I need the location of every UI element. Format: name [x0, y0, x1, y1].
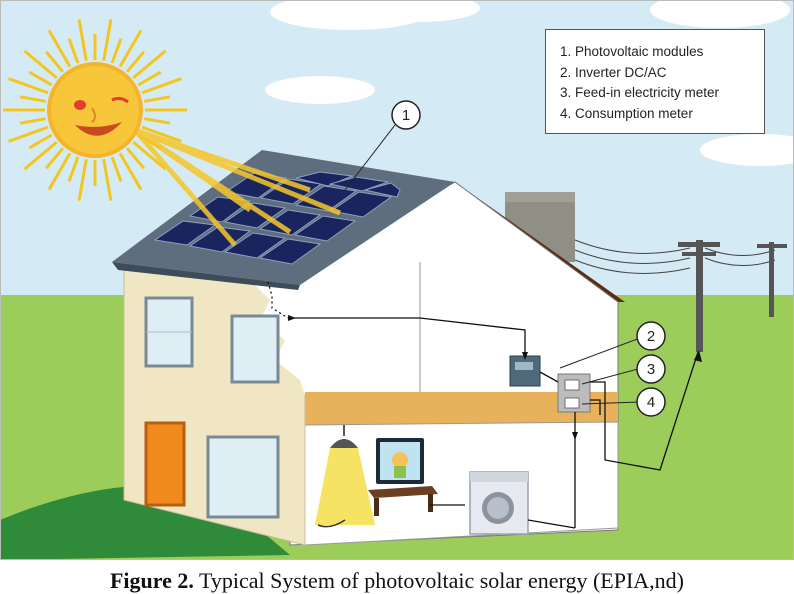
tv-cabinet: [368, 486, 438, 516]
washing-machine: [469, 471, 529, 535]
power-lines: [574, 239, 776, 274]
sun-spike: [47, 29, 72, 68]
sun-spike: [141, 77, 182, 95]
sun-spike: [28, 133, 53, 150]
sun-spike: [102, 19, 113, 62]
window-upper-left: [144, 296, 194, 368]
sun-spike: [132, 140, 167, 171]
callout-4-label: 4: [647, 394, 655, 411]
sun-spike: [132, 49, 167, 80]
window-lower: [206, 435, 280, 519]
callout-4: 4: [636, 387, 666, 417]
inverter: [509, 355, 541, 387]
legend-item-feed-in-meter: 3. Feed-in electricity meter: [560, 85, 720, 100]
figure-caption-label: Figure 2.: [109, 568, 194, 593]
sun-spike: [8, 125, 49, 143]
figure-caption-text: Typical System of photovoltaic solar ene…: [193, 568, 685, 593]
cutaway-edge: [250, 280, 305, 395]
sun-spike: [143, 95, 171, 103]
sun-spike: [102, 158, 113, 201]
sun-spike: [137, 133, 162, 150]
sun-spike: [23, 49, 58, 80]
meter-box: [557, 373, 591, 413]
sun-spike: [19, 117, 47, 125]
sun-spike: [143, 117, 171, 125]
legend: 1. Photovoltaic modules 2. Inverter DC/A…: [545, 29, 765, 134]
sun-spike: [125, 147, 146, 170]
lamp-light-beam: [315, 448, 375, 525]
ceiling-lamp: [315, 425, 375, 525]
front-door: [144, 421, 186, 507]
sun-spike: [118, 152, 143, 191]
sun-spike: [67, 156, 80, 182]
sun-spike: [8, 77, 49, 95]
sun-spike: [125, 50, 146, 73]
figure-caption: Figure 2. Typical System of photovoltaic…: [0, 568, 794, 594]
callout-1-label: 1: [402, 107, 410, 124]
sun-spike: [110, 156, 123, 182]
sun-spike: [118, 29, 143, 68]
utility-pole-far: [757, 242, 787, 317]
sun-spike: [141, 125, 182, 143]
sun-spike: [110, 38, 123, 64]
sun-icon: [3, 19, 187, 201]
sun-spike: [77, 158, 88, 201]
sun-spike: [47, 152, 72, 191]
callout-3: 3: [636, 354, 666, 384]
callout-leaders: [344, 124, 641, 405]
utility-pole-near: [678, 240, 720, 352]
legend-item-photovoltaic-modules: 1. Photovoltaic modules: [560, 44, 704, 59]
sun-spike: [77, 19, 88, 62]
sun-spike: [44, 147, 65, 170]
sun-spike: [44, 50, 65, 73]
sun-spike: [137, 70, 162, 87]
arrowheads: [288, 315, 702, 440]
sun-spike: [67, 38, 80, 64]
wiring: [267, 281, 699, 529]
legend-item-consumption-meter: 4. Consumption meter: [560, 105, 693, 121]
window-upper-right: [230, 314, 280, 384]
floor-slab: [305, 392, 618, 425]
sun-spike: [28, 70, 53, 87]
callout-3-label: 3: [647, 361, 655, 378]
clouds: [265, 0, 794, 166]
callout-2: 2: [636, 321, 666, 351]
sun-spike: [19, 95, 47, 103]
callout-2-label: 2: [647, 328, 655, 345]
callout-1: 1: [391, 100, 421, 130]
sun-spike: [23, 140, 58, 171]
legend-item-inverter: 2. Inverter DC/AC: [560, 64, 667, 80]
television: [376, 438, 424, 484]
